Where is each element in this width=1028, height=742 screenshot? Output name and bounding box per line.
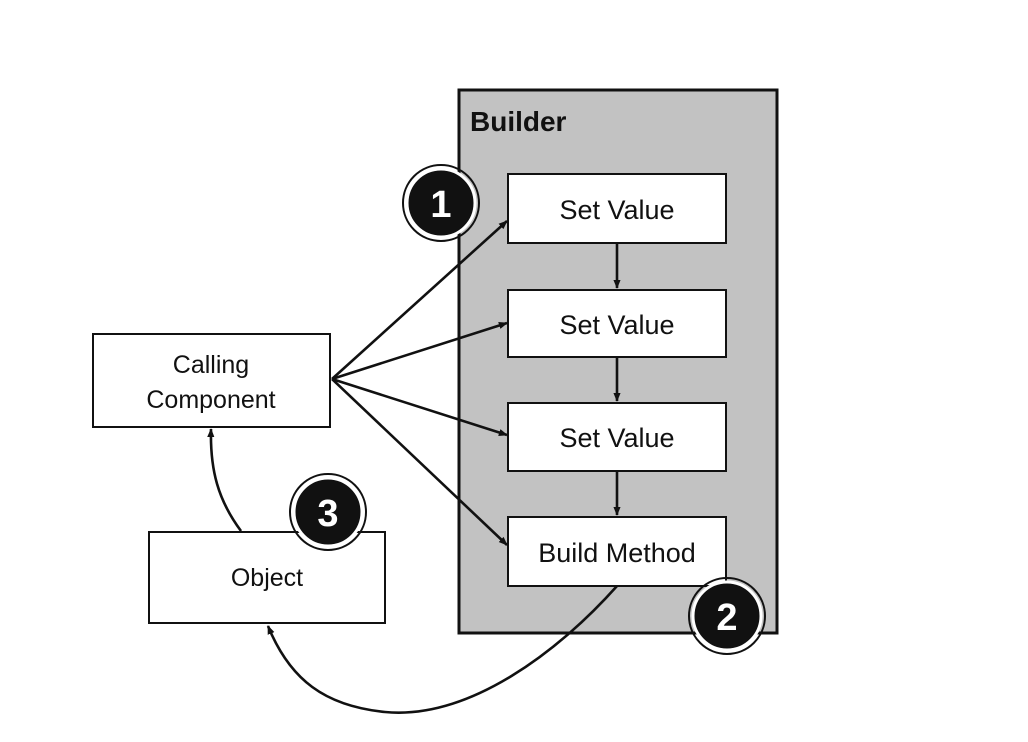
step-badge-1: 1 <box>402 164 480 242</box>
step-badge-2: 2 <box>688 577 766 655</box>
calling-component-box: Calling Component <box>92 333 331 428</box>
calling-component-label-line2: Component <box>146 386 275 414</box>
step-badge-3: 3 <box>289 473 367 551</box>
arrow-caller-to-set-value-3 <box>331 377 508 437</box>
build-method-box: Build Method <box>507 516 727 587</box>
set-value-box-2-label: Set Value <box>559 310 674 340</box>
builder-title: Builder <box>470 106 567 137</box>
arrow-caller-to-build-method <box>331 378 508 546</box>
arrow-build-method-to-object <box>266 585 618 714</box>
set-value-box-1: Set Value <box>507 173 727 244</box>
object-box: Object <box>148 531 386 624</box>
build-method-box-label: Build Method <box>538 538 696 568</box>
set-value-box-1-label: Set Value <box>559 195 674 225</box>
calling-component-box-rect <box>92 333 331 428</box>
object-box-rect <box>148 531 386 624</box>
arrow-object-to-calling-component <box>207 428 243 532</box>
step-badge-3-number: 3 <box>317 493 338 535</box>
set-value-box-3-label: Set Value <box>559 423 674 453</box>
calling-component-label-line1: Calling <box>173 351 249 379</box>
set-value-box-3: Set Value <box>507 402 727 472</box>
step-badge-1-number: 1 <box>430 184 451 226</box>
arrow-caller-to-set-value-2 <box>331 321 508 381</box>
set-value-box-1-rect <box>507 173 727 244</box>
object-label: Object <box>231 564 303 592</box>
arrow-caller-to-set-value-1 <box>331 220 508 380</box>
step-badge-2-number: 2 <box>716 597 737 639</box>
set-value-box-2-rect <box>507 289 727 358</box>
set-value-box-2: Set Value <box>507 289 727 358</box>
